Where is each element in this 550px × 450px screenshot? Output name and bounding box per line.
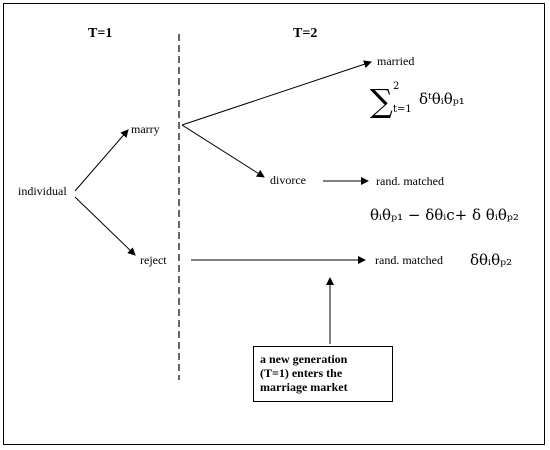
node-reject: reject [140,253,167,267]
sum-symbol: ∑ [370,82,393,120]
node-married: married [377,54,414,68]
node-marry: marry [131,122,160,136]
node-individual: individual [18,184,67,198]
node-divorce: divorce [270,173,306,187]
decision-tree-diagram: T=1 T=2 individual marry reject divorce … [18,26,519,380]
sum-upper-limit: 2 [393,81,399,92]
sum-body: δᵗθᵢθₚ₁ [419,90,465,108]
node-rand-matched-reject: rand. matched [375,253,443,267]
diagram-frame: T=1 T=2 individual marry reject divorce … [3,3,545,445]
sum-lower-limit: t=1 [393,104,412,115]
header-t2: T=2 [293,26,317,41]
node-rand-matched-divorce: rand. matched [376,174,444,188]
arrow-individual-reject [74,196,136,256]
arrow-marry-divorce [181,124,265,178]
note-line-2: (T=1) enters the [260,366,343,380]
note-line-3: marriage market [260,380,348,394]
formula-married-payoff: ∑ 2 t=1 δᵗθᵢθₚ₁ [370,81,465,120]
new-generation-note: a new generation (T=1) enters the marria… [253,346,393,402]
note-line-1: a new generation [260,352,348,366]
formula-divorce-payoff: θᵢθₚ₁ − δθᵢc+ δ θᵢθₚ₂ [370,206,519,224]
formula-reject-payoff: δθᵢθₚ₂ [470,251,512,269]
arrow-marry-married [181,60,372,126]
header-t1: T=1 [88,26,112,41]
arrow-individual-marry [74,129,129,192]
